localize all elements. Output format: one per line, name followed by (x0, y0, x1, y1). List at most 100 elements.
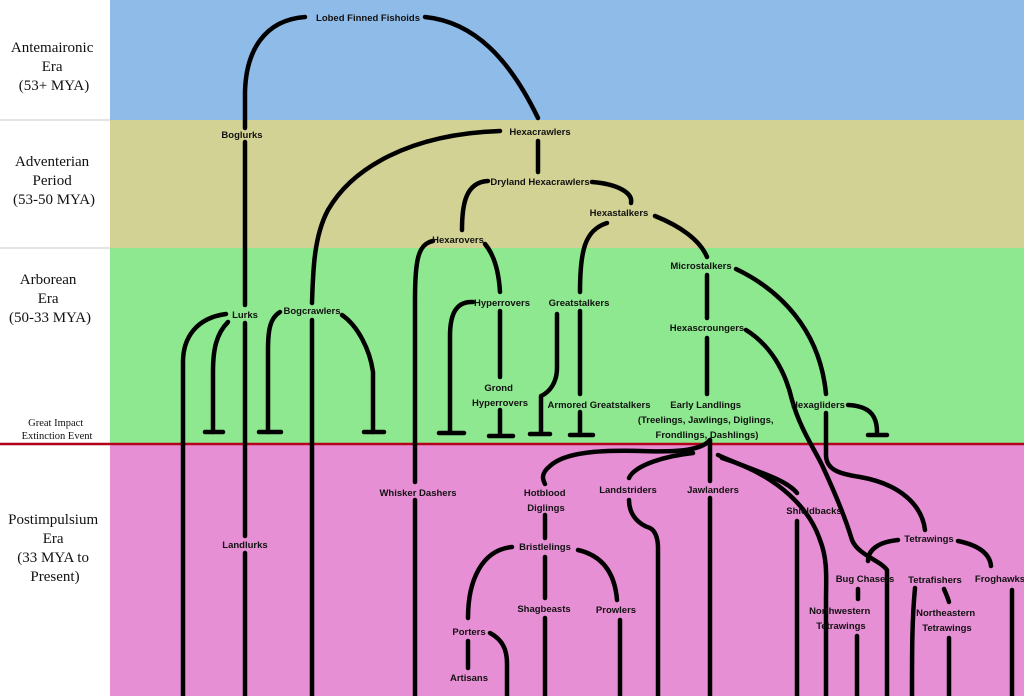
taxon-label-tetrawings: Tetrawings (904, 534, 953, 545)
label-column-arborean (0, 248, 110, 444)
era-label-line: Antemaironic (11, 40, 94, 56)
branch-microstalkers-to-hexagliders (733, 266, 829, 397)
taxon-label-shagbeasts: Shagbeasts (517, 604, 570, 615)
branch-bristlelings-to-porters (465, 544, 515, 621)
taxon-label-line: Porters (452, 627, 485, 638)
taxon-label-landlurks: Landlurks (222, 540, 267, 551)
branch-tetrawings-right (955, 538, 994, 569)
taxon-label-line: Grond (484, 383, 513, 394)
taxon-label-hexacrawlers: Hexacrawlers (509, 127, 570, 138)
taxon-label-froghawks: Froghawks (975, 574, 1024, 585)
era-label-line: Era (42, 59, 63, 75)
branch-bogcrawlers-right (339, 312, 376, 435)
label-column-top (0, 0, 110, 248)
era-label-line: Present) (30, 569, 79, 585)
taxon-label-microstalkers: Microstalkers (670, 261, 731, 272)
taxon-label-porters: Porters (452, 627, 485, 638)
taxon-label-line: Hexascroungers (670, 323, 744, 334)
era-label-line: Adventerian (15, 154, 90, 170)
era-band-postimpulsium (0, 444, 1024, 696)
era-band-antemaironic (110, 0, 1024, 120)
taxon-label-bogcrawlers: Bogcrawlers (283, 306, 340, 317)
taxon-label-line: Bristlelings (519, 542, 571, 553)
era-label-line: (53+ MYA) (19, 78, 90, 94)
taxon-label-line: Tetrawings (816, 621, 865, 632)
branch-fishoids-to-boglurks (242, 14, 308, 131)
taxon-label-grond-hyperrovers: Grond Hyperrovers (472, 383, 528, 409)
branch-dryland-to-hexastalkers (589, 179, 634, 206)
taxon-label-line: Frondlings, Dashlings) (656, 430, 759, 441)
label-column-postimpulsium (0, 444, 110, 696)
taxon-label-line: Froghawks (975, 574, 1024, 585)
taxon-label-hexagliders: Hexagliders (791, 400, 845, 411)
taxon-label-line: Landlurks (222, 540, 267, 551)
era-label-line: Era (38, 291, 59, 307)
taxon-label-lobed-finned-fishoids: Lobed Finned Fishoids (316, 13, 420, 24)
branch-porters-right (487, 630, 510, 696)
taxon-label-line: (Treelings, Jawlings, Diglings, (638, 415, 774, 426)
taxon-label-bristlelings: Bristlelings (519, 542, 571, 553)
taxon-label-line: Artisans (450, 673, 488, 684)
branch-hexagliders-to-tetrawings (823, 410, 928, 533)
taxon-label-line: Shagbeasts (517, 604, 570, 615)
taxon-label-line: Bug Chasers (836, 574, 895, 585)
impact-event-label: Great Impact Extinction Event (22, 418, 93, 442)
taxon-label-artisans: Artisans (450, 673, 488, 684)
taxon-label-hyperrovers: Hyperrovers (474, 298, 530, 309)
taxon-label-line: Microstalkers (670, 261, 731, 272)
era-label-line: (50-33 MYA) (9, 310, 91, 326)
taxon-label-line: Hexacrawlers (509, 127, 570, 138)
taxon-label-line: Landstriders (599, 485, 657, 496)
impact-label-line: Great Impact (28, 418, 83, 429)
branch-tetrafishers-left (909, 585, 918, 696)
taxon-label-lurks: Lurks (232, 310, 258, 321)
era-label-adventerian: Adventerian Period (53-50 MYA) (13, 154, 95, 208)
taxon-label-line: Tetrawings (922, 623, 971, 634)
taxon-label-line: Dryland Hexacrawlers (490, 177, 589, 188)
taxon-label-line: Tetrafishers (908, 575, 962, 586)
era-label-line: (33 MYA to (17, 550, 89, 566)
era-label-line: Period (33, 173, 73, 189)
taxon-label-prowlers: Prowlers (596, 605, 636, 616)
branch-hyperrovers-left (447, 299, 476, 435)
branch-tetrafishers-down (941, 586, 952, 605)
taxon-label-shieldbacks: Shieldbacks (786, 506, 841, 517)
taxon-label-line: Northwestern (809, 606, 870, 617)
branches (180, 14, 1015, 696)
era-label-line: (53-50 MYA) (13, 192, 95, 208)
taxon-label-line: Lobed Finned Fishoids (316, 13, 420, 24)
branch-hub-right (719, 455, 829, 696)
era-label-line: Postimpulsium (8, 512, 98, 528)
taxon-label-line: Hexastalkers (590, 208, 649, 219)
extinction-caps (202, 429, 890, 439)
taxon-label-jawlanders: Jawlanders (687, 485, 739, 496)
taxon-label-dryland-hexacrawlers: Dryland Hexacrawlers (490, 177, 589, 188)
taxon-label-line: Whisker Dashers (379, 488, 456, 499)
taxon-label-hexascroungers: Hexascroungers (670, 323, 744, 334)
taxon-label-greatstalkers: Greatstalkers (549, 298, 610, 309)
taxon-label-boglurks: Boglurks (221, 130, 262, 141)
branch-hexarovers-to-whisker-dashers (412, 238, 436, 485)
taxon-label-line: Tetrawings (904, 534, 953, 545)
branch-dryland-to-hexarovers (459, 178, 491, 233)
taxon-label-line: Armored Greatstalkers (548, 400, 651, 411)
taxon-label-line: Greatstalkers (549, 298, 610, 309)
branch-tetrawings-to-bug-chasers (865, 537, 901, 564)
taxon-label-line: Lurks (232, 310, 258, 321)
era-band-adventerian (110, 120, 1024, 248)
branch-hexacrawlers-to-bogcrawlers (309, 128, 503, 306)
taxon-label-line: Diglings (527, 503, 564, 514)
taxon-label-line: Shieldbacks (786, 506, 841, 517)
taxon-label-early-landlings: Early Landlings (Treelings, Jawlings, Di… (638, 400, 776, 441)
branch-hexastalkers-to-greatstalkers (577, 220, 610, 295)
taxon-label-line: Northeastern (916, 608, 975, 619)
branch-early-landlings-hub (540, 437, 713, 487)
branch-bogcrawlers-left (265, 309, 283, 435)
era-band-arborean (0, 248, 1024, 444)
branch-hexascroungers-right (743, 327, 890, 696)
era-label-line: Arborean (20, 272, 77, 288)
branch-lurks-left (180, 311, 229, 696)
impact-label-line: Extinction Event (22, 431, 93, 442)
taxon-label-northwestern-tetrawings: Northwestern Tetrawings (809, 606, 873, 632)
branch-landstriders-down (626, 497, 661, 696)
